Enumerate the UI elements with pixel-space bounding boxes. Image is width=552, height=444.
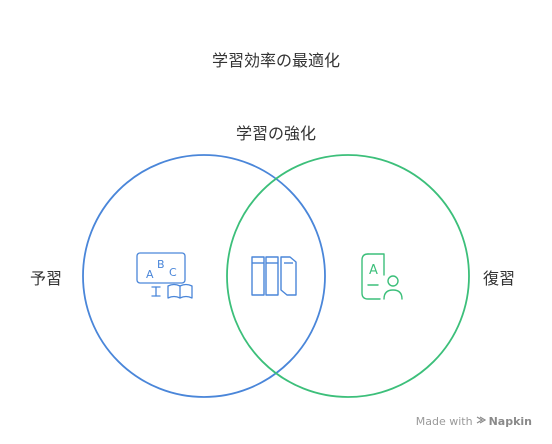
diagram-title: 学習効率の最適化 xyxy=(211,51,340,70)
overlap-label: 学習の強化 xyxy=(235,124,316,143)
made-with-text: Made with xyxy=(415,415,473,428)
napkin-logo-icon xyxy=(476,415,486,428)
left-circle-label: 予習 xyxy=(30,269,63,288)
napkin-watermark[interactable]: Made with Napkin xyxy=(416,415,532,428)
svg-text:A: A xyxy=(146,268,154,281)
books-on-shelf-icon xyxy=(251,256,297,296)
left-circle xyxy=(82,154,326,398)
abc-book-icon: A B C xyxy=(136,252,193,299)
right-circle-label: 復習 xyxy=(483,269,516,288)
svg-text:C: C xyxy=(169,266,177,279)
svg-text:B: B xyxy=(157,258,165,271)
right-circle xyxy=(226,154,470,398)
napkin-brand-text: Napkin xyxy=(488,415,532,428)
student-profile-icon: A xyxy=(361,253,403,300)
svg-text:A: A xyxy=(369,263,378,278)
